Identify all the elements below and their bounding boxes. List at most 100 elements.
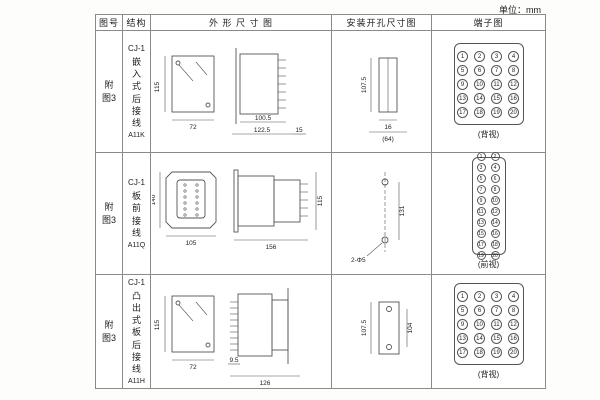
- figure-label: 附图3: [102, 320, 117, 343]
- table-row: 附图3 CJ-1 板前接线 A11Q: [95, 152, 546, 275]
- structure-label: 板前接线: [131, 191, 141, 238]
- dim-side-height: 115: [317, 195, 324, 206]
- spec-table: 图号 结构 外 形 尺 寸 图 安装开孔尺寸图 端子图 附图3 CJ-1 嵌入式…: [95, 14, 546, 389]
- terminal-pin: 13: [476, 218, 486, 227]
- terminal-pin: 9: [457, 78, 468, 90]
- dim-front-height: 115: [154, 81, 161, 92]
- figure-label: 附图3: [102, 80, 117, 103]
- terminal-pin: 11: [476, 207, 486, 216]
- terminal-pin: 4: [508, 50, 519, 62]
- terminal-pin: 11: [491, 78, 502, 90]
- dim-depth-a: 100.5: [254, 115, 271, 122]
- terminal-pin: 11: [491, 318, 502, 330]
- terminal-pin: 3: [476, 163, 486, 172]
- terminal-pin: 16: [490, 229, 500, 238]
- terminal-pin: 8: [508, 304, 519, 316]
- model-label: CJ-1: [128, 278, 145, 287]
- dim-depth-c: 15: [295, 127, 303, 134]
- terminal-pin: 9: [476, 196, 486, 205]
- terminal-pin: 3: [491, 50, 502, 62]
- dim-front-width: 72: [189, 124, 197, 131]
- terminal-pin: 4: [508, 290, 519, 302]
- header-row: 图号 结构 外 形 尺 寸 图 安装开孔尺寸图 端子图: [95, 14, 546, 31]
- terminal-pin: 14: [474, 332, 485, 344]
- mounting-drawing-cell: 131 2-Φ5: [331, 152, 432, 275]
- figure-cell: 附图3: [95, 30, 123, 153]
- dim-front-height: 140: [152, 194, 157, 205]
- code-label: A11H: [128, 377, 145, 385]
- terminal-pin: 7: [491, 304, 502, 316]
- mounting-drawing: 107.5 16 (64): [361, 57, 407, 143]
- terminal-pin: 1: [476, 152, 486, 161]
- terminal-pin: 3: [491, 290, 502, 302]
- terminal-pin: 20: [508, 106, 519, 118]
- terminal-pin: 10: [490, 196, 500, 205]
- terminal-pin: 13: [457, 92, 468, 104]
- terminal-pin: 1: [457, 50, 468, 62]
- dim-hole-spacing: 131: [399, 205, 406, 216]
- dim-mount-height: 107.5: [361, 76, 368, 93]
- terminal-pin: 7: [491, 64, 502, 76]
- terminal-pin: 6: [474, 304, 485, 316]
- terminal-pin: 6: [474, 64, 485, 76]
- terminal-pin: 13: [457, 332, 468, 344]
- terminal-pin: 20: [490, 251, 500, 260]
- terminal-pin: 5: [457, 64, 468, 76]
- table-row: 附图3 CJ-1 嵌入式后接线 A11K: [95, 30, 546, 153]
- dim-depth: 156: [265, 244, 276, 251]
- outline-drawing: 115 72 100.5 122.5: [154, 47, 306, 134]
- terminal-pin: 19: [491, 346, 502, 358]
- terminal-pin: 12: [490, 207, 500, 216]
- terminal-pin: 10: [474, 318, 485, 330]
- figure-cell: 附图3: [95, 274, 123, 389]
- terminal-pin: 20: [508, 346, 519, 358]
- col-header-figure: 图号: [95, 14, 123, 31]
- dim-mount-width: 104: [407, 322, 414, 333]
- front-view-drawing: 115 72: [154, 55, 214, 131]
- terminal-pin: 17: [476, 240, 486, 249]
- dim-total-depth: 126: [259, 380, 270, 387]
- model-label: CJ-1: [128, 44, 145, 54]
- terminal-pin: 2: [490, 152, 500, 161]
- terminal-pin: 19: [476, 251, 486, 260]
- dim-pin-depth: 9.5: [229, 357, 238, 364]
- col-header-mounting: 安装开孔尺寸图: [331, 14, 432, 31]
- terminal-pin: 15: [491, 92, 502, 104]
- terminal-caption: (前视): [477, 260, 500, 269]
- front-view-drawing: 115 72: [154, 295, 214, 371]
- terminal-pin: 8: [490, 185, 500, 194]
- mounting-drawing: 131 2-Φ5: [351, 171, 406, 264]
- holes-label: 2-Φ5: [351, 257, 366, 264]
- terminal-pin: 7: [476, 185, 486, 194]
- structure-label: 嵌入式后接线: [131, 57, 141, 128]
- outline-drawing-cell: 140 105 156 115: [150, 152, 332, 275]
- terminal-pin: 1: [457, 290, 468, 302]
- table-row: 附图3 CJ-1 凸出式板后接线 A11H: [95, 274, 546, 389]
- mounting-drawing-cell: 107.5 16 (64): [331, 30, 432, 153]
- code-label: A11Q: [127, 241, 146, 249]
- structure-cell: CJ-1 凸出式板后接线 A11H: [122, 274, 151, 389]
- terminal-caption: (背视): [477, 130, 500, 139]
- col-header-terminal: 端子图: [431, 14, 546, 31]
- side-view-drawing: 9.5 126: [227, 287, 300, 387]
- outline-drawing-cell: 115 72 100.5 122.5: [150, 30, 332, 153]
- mounting-drawing: 107.5 104: [361, 301, 414, 354]
- terminal-pin: 2: [474, 290, 485, 302]
- figure-label: 附图3: [102, 202, 117, 225]
- terminal-pin: 18: [474, 106, 485, 118]
- code-label: A11K: [128, 131, 145, 139]
- terminal-pin: 15: [491, 332, 502, 344]
- structure-label: 凸出式板后接线: [131, 291, 141, 374]
- dim-front-width: 105: [185, 240, 196, 247]
- terminal-pin: 9: [457, 318, 468, 330]
- terminal-pin: 5: [476, 174, 486, 183]
- dim-slot-width: 16: [384, 124, 392, 131]
- side-view-drawing: 156 115: [233, 169, 324, 251]
- front-view-drawing: 140 105: [152, 171, 216, 247]
- terminal-pin: 18: [490, 240, 500, 249]
